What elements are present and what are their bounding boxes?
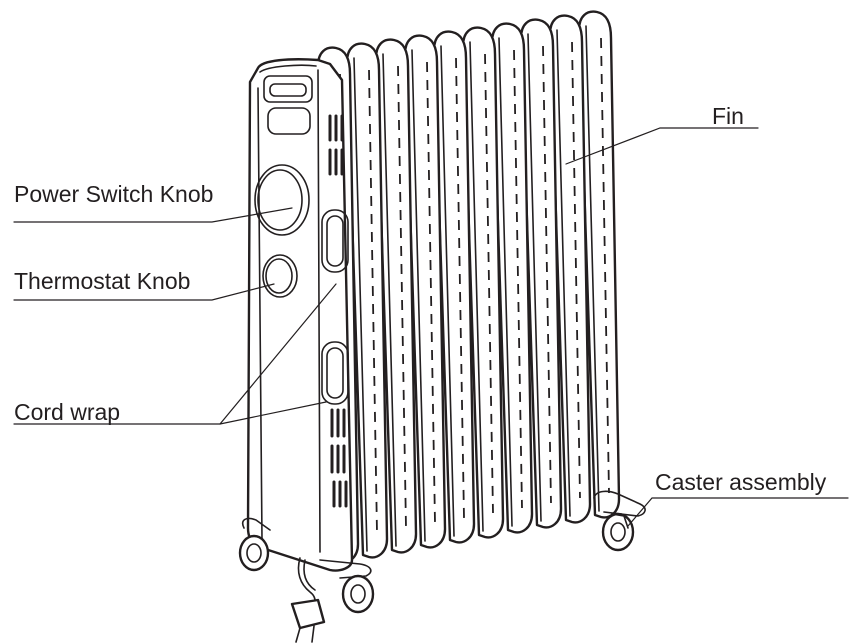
heater-fin-dashline (513, 49, 523, 509)
cord-wrap-slot-upper (321, 209, 349, 273)
label-power-switch-knob: Power Switch Knob (14, 181, 213, 207)
caster-assembly-icon (593, 490, 646, 552)
leader-line-cord-wrap-lower (219, 401, 327, 425)
heater-fin-dashline (600, 37, 610, 494)
heater-fin-edge (353, 57, 368, 552)
label-fin: Fin (712, 103, 744, 129)
leader-line-thermostat-knob (13, 283, 275, 301)
label-cord-wrap: Cord wrap (14, 399, 120, 425)
leader-line-caster-assembly (627, 497, 849, 527)
heater-fin-edge (585, 25, 600, 512)
heater-fin-edge (440, 45, 455, 537)
control-panel (246, 58, 354, 572)
heater-fin-edge (411, 49, 426, 542)
heater-fin-edge (498, 37, 513, 527)
base-and-wheels (238, 490, 646, 643)
cord-wrap-slot-lower (321, 341, 349, 405)
power-switch-knob-icon (254, 164, 310, 236)
heater-fin-dashline (426, 61, 436, 524)
heater-fin-edge (556, 29, 571, 517)
vent-slots-top (328, 114, 344, 176)
heater-fin-edge (382, 53, 397, 547)
heater-fin-dashline (571, 41, 581, 499)
heater-fin-dashline (484, 53, 494, 514)
heater-fin-dashline (542, 45, 552, 504)
leader-line-power-switch-knob (13, 207, 293, 223)
heater-fins (316, 10, 621, 564)
leader-line-fin (565, 127, 759, 165)
heater-fin-edge (527, 33, 542, 522)
leader-lines (13, 127, 849, 527)
heater-fin-dashline (455, 57, 465, 519)
label-caster-assembly: Caster assembly (655, 469, 827, 495)
heater-fin-dashline (397, 65, 407, 529)
thermostat-knob-icon (262, 254, 298, 298)
heater-fin-edge (469, 41, 484, 532)
heater-fin-dashline (368, 69, 378, 534)
vent-slots-bottom (330, 408, 348, 508)
label-thermostat-knob: Thermostat Knob (14, 268, 190, 294)
